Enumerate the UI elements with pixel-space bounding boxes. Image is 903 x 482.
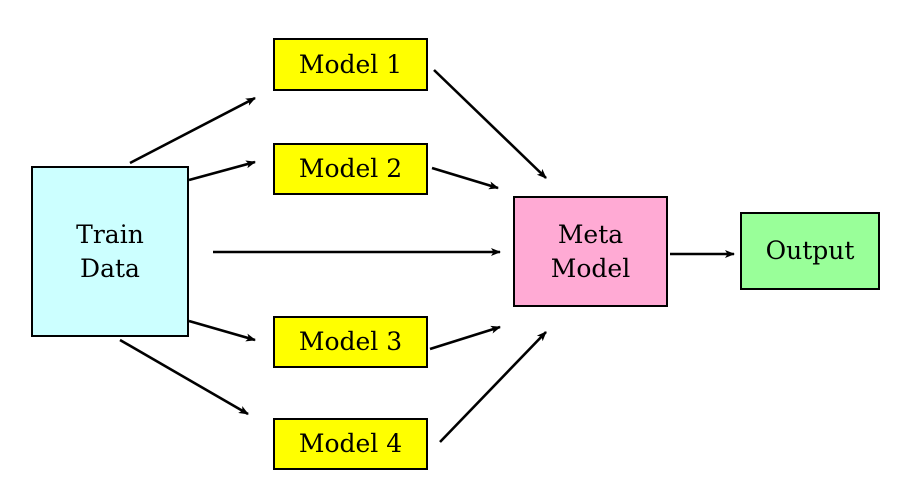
train-data-node: Train Data <box>31 166 189 337</box>
model-4-node: Model 4 <box>273 418 428 470</box>
model-1-node: Model 1 <box>273 38 428 91</box>
output-node: Output <box>740 212 880 290</box>
arrow-model2-to-meta <box>431 166 499 190</box>
arrow-train-to-model2 <box>188 160 256 182</box>
arrow-train-to-model3 <box>188 319 256 342</box>
meta-model-node: Meta Model <box>513 196 668 307</box>
arrow-train-to-model1 <box>129 96 256 165</box>
arrow-model3-to-meta <box>429 325 501 351</box>
arrow-model1-to-meta <box>433 69 547 179</box>
model-2-node: Model 2 <box>273 143 428 195</box>
arrow-train-to-model4 <box>119 338 249 416</box>
model-3-node: Model 3 <box>273 316 428 368</box>
arrow-model4-to-meta <box>439 331 547 443</box>
